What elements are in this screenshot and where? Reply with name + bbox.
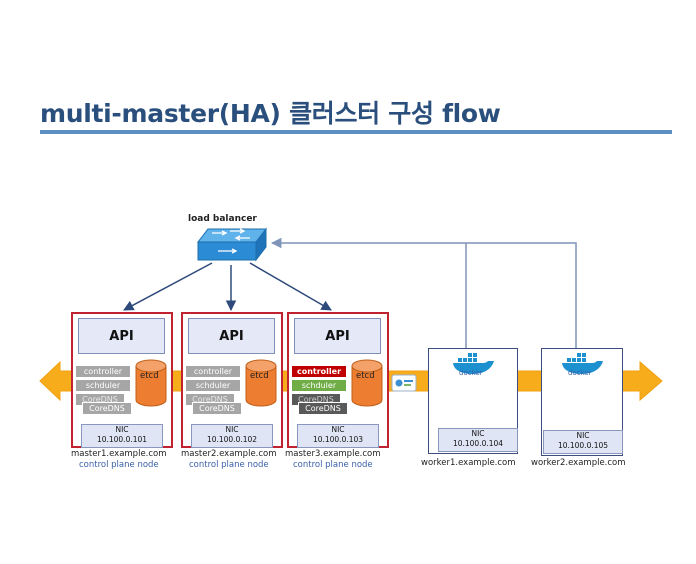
worker1-nic: NIC 10.100.0.104	[438, 428, 518, 452]
switch-icon	[196, 227, 268, 262]
master1-controller: controller	[76, 366, 130, 377]
master2-controller: controller	[186, 366, 240, 377]
master3-controller: controller	[292, 366, 346, 377]
master3-coredns-front: CoreDNS	[298, 402, 348, 415]
master2-coredns-back: CoreDNS	[186, 394, 234, 405]
worker2-docker-icon	[562, 353, 603, 374]
title-underline	[40, 130, 672, 134]
load-balancer-label: load balancer	[188, 214, 257, 224]
worker2-hostname: worker2.example.com	[531, 458, 626, 468]
master2-nic-title: NIC	[225, 425, 239, 434]
worker1-node: docker NIC 10.100.0.104	[428, 348, 518, 454]
worker1-docker-icon	[453, 353, 494, 374]
page-title: multi-master(HA) 클러스터 구성 flow	[40, 99, 501, 128]
small-logo-icon	[391, 374, 417, 392]
master3-coredns-back: CoreDNS	[292, 394, 340, 405]
worker2-nic: NIC 10.100.0.105	[543, 430, 623, 454]
master1-etcd-label: etcd	[140, 371, 159, 381]
lb-to-master3-arrow	[249, 262, 332, 311]
master1-nic-ip: 10.100.0.101	[96, 435, 148, 444]
master1-node: API controller schduler CoreDNS CoreDNS …	[71, 312, 173, 448]
master3-scheduler: schduler	[292, 380, 346, 391]
worker1-docker-label: docker	[459, 369, 483, 377]
master3-nic-title: NIC	[331, 425, 345, 434]
master2-node: API controller schduler CoreDNS CoreDNS …	[181, 312, 283, 448]
worker2-node: docker NIC 10.100.0.105	[541, 348, 623, 456]
master2-etcd-label: etcd	[250, 371, 269, 381]
master2-nic: NIC 10.100.0.102	[191, 424, 273, 448]
master3-nic-ip: 10.100.0.103	[312, 435, 364, 444]
worker2-nic-ip: 10.100.0.105	[557, 441, 609, 450]
lb-to-master1-arrow	[123, 262, 213, 311]
worker2-nic-title: NIC	[576, 431, 590, 440]
master1-coredns-back: CoreDNS	[76, 394, 124, 405]
master2-role: control plane node	[189, 460, 269, 470]
master1-nic-title: NIC	[115, 425, 129, 434]
master1-nic: NIC 10.100.0.101	[81, 424, 163, 448]
worker2-docker-label: docker	[568, 369, 592, 377]
master2-coredns-front: CoreDNS	[192, 402, 242, 415]
worker1-nic-ip: 10.100.0.104	[452, 439, 504, 448]
master3-node: API controller schduler CoreDNS CoreDNS …	[287, 312, 389, 448]
master3-nic: NIC 10.100.0.103	[297, 424, 379, 448]
master1-etcd-icon	[135, 359, 167, 407]
master3-hostname: master3.example.com	[285, 449, 381, 459]
master3-etcd-label: etcd	[356, 371, 375, 381]
master2-nic-ip: 10.100.0.102	[206, 435, 258, 444]
worker1-nic-title: NIC	[471, 429, 485, 438]
worker2-to-lb-line	[270, 237, 577, 349]
master2-etcd-icon	[245, 359, 277, 407]
master1-coredns-front: CoreDNS	[82, 402, 132, 415]
master2-scheduler: schduler	[186, 380, 240, 391]
master2-api: API	[188, 318, 275, 354]
master1-api: API	[78, 318, 165, 354]
master1-role: control plane node	[79, 460, 159, 470]
worker1-hostname: worker1.example.com	[421, 458, 516, 468]
master2-hostname: master2.example.com	[181, 449, 277, 459]
master3-api: API	[294, 318, 381, 354]
master3-etcd-icon	[351, 359, 383, 407]
master1-scheduler: schduler	[76, 380, 130, 391]
master1-hostname: master1.example.com	[71, 449, 167, 459]
master3-role: control plane node	[293, 460, 373, 470]
